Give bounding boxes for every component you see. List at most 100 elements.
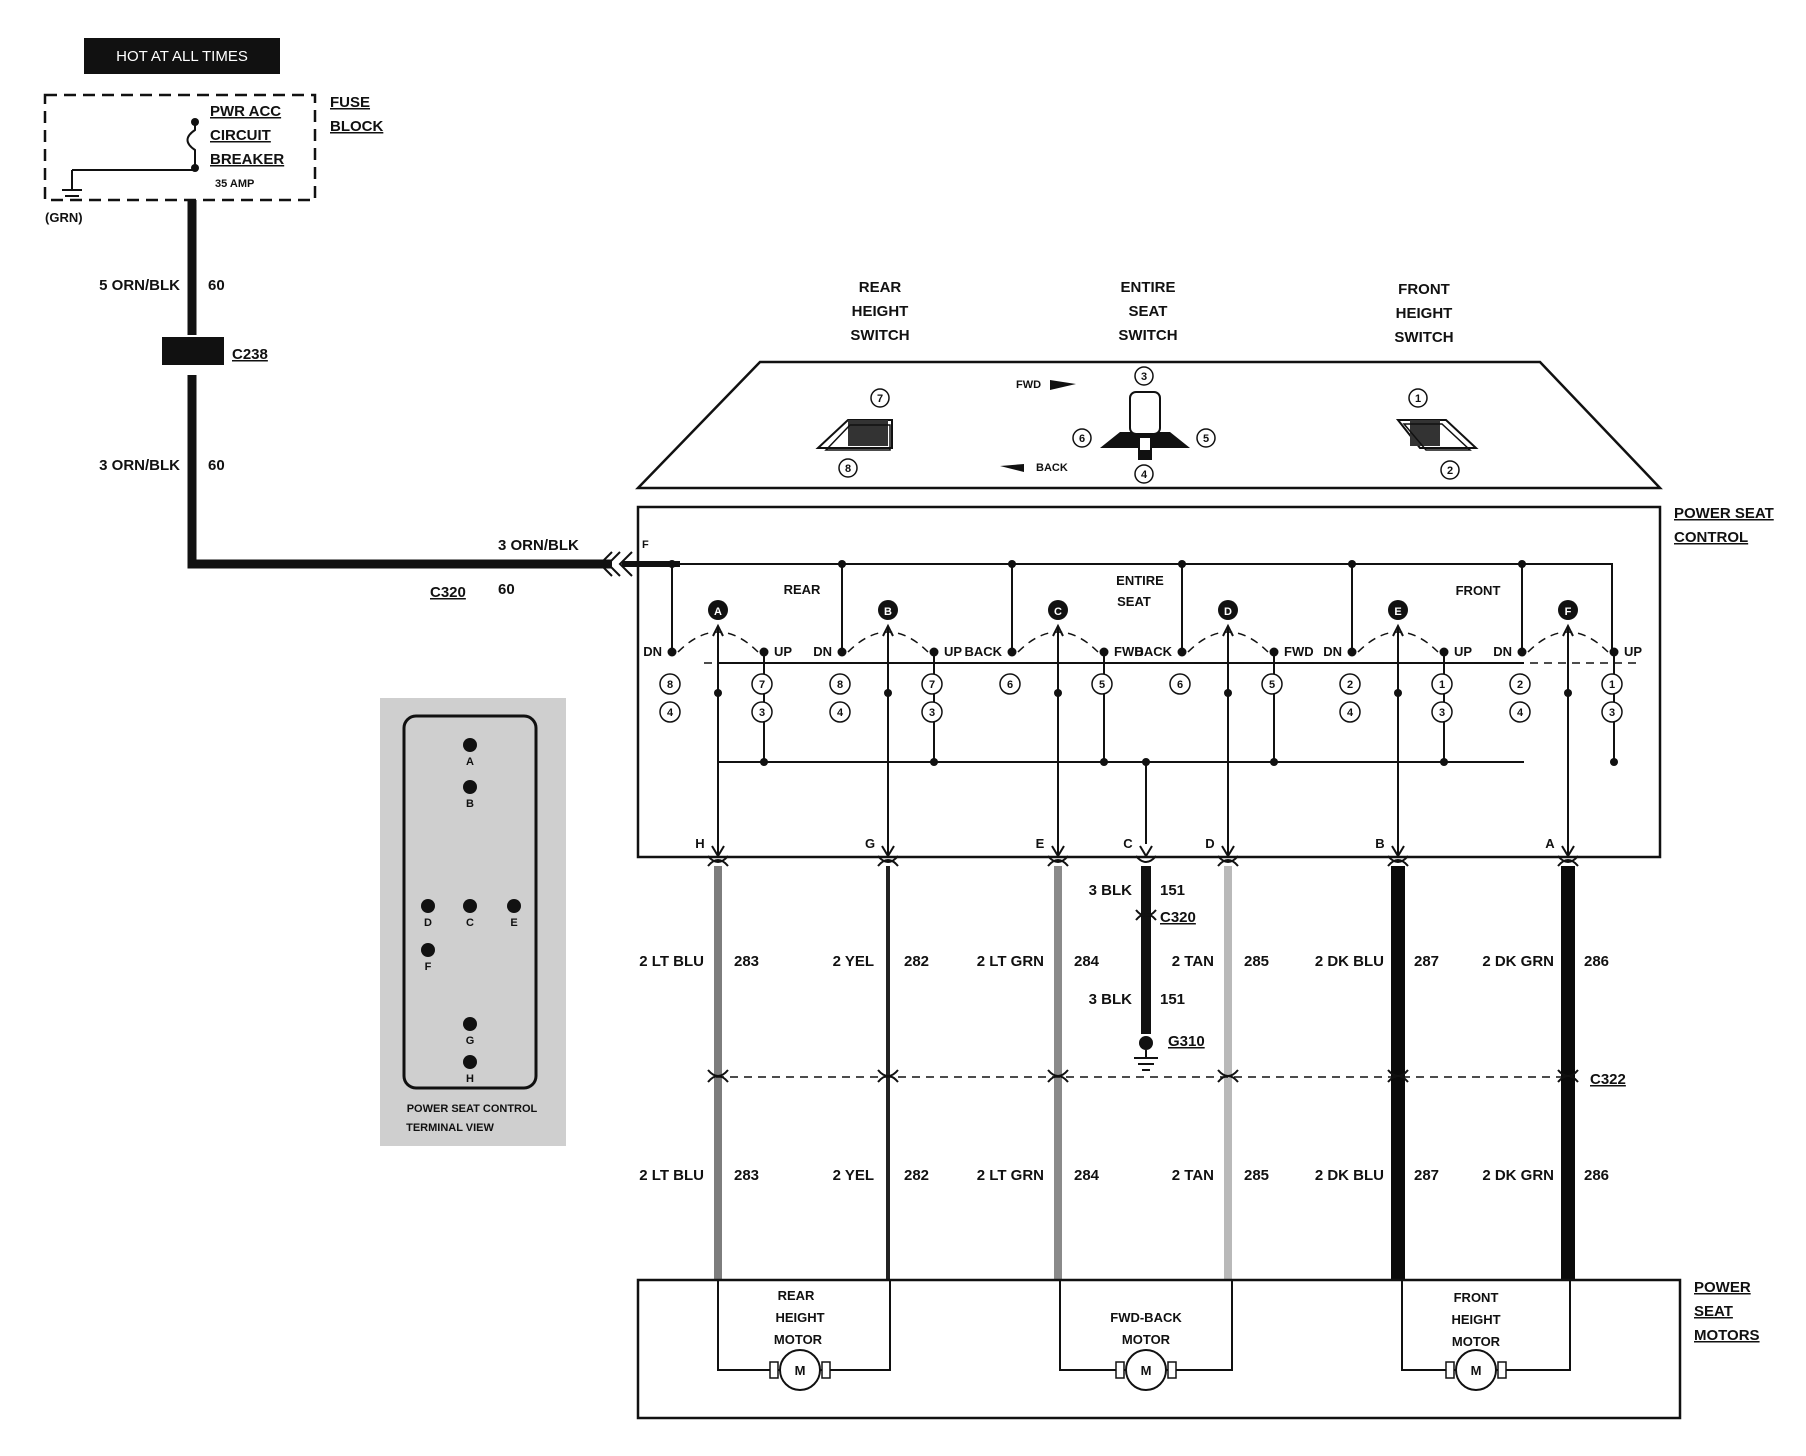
entire-switch-title-1: ENTIRE: [1120, 279, 1175, 296]
output-pin-label: A: [1545, 836, 1555, 851]
control-label-2: CONTROL: [1674, 529, 1748, 546]
control-label-1: POWER SEAT: [1674, 505, 1774, 522]
ground-circuit: 3 BLK 151 C320 3 BLK 151 G310: [1089, 882, 1205, 1071]
contact-number: 3: [759, 707, 765, 719]
switch-letter: E: [1394, 606, 1401, 618]
entire-switch-pin-top: 3: [1141, 371, 1147, 383]
wire-151: [1135, 855, 1157, 1034]
wire-color-upper: 2 DK GRN: [1482, 953, 1554, 970]
fuse-block-label-2: BLOCK: [330, 118, 383, 135]
wire-color-upper: 2 DK BLU: [1315, 953, 1384, 970]
rear-switch-pin-bottom: 8: [845, 463, 851, 475]
wire-circuit-lower: 282: [904, 1167, 929, 1184]
front-switch-pin-bottom: 2: [1447, 465, 1453, 477]
fwdback-motor-label-2: MOTOR: [1122, 1332, 1171, 1347]
terminal-pin-label: C: [466, 917, 474, 929]
switch-letter: B: [884, 606, 892, 618]
terminal-pin-C: [463, 899, 477, 913]
output-pin-label: B: [1375, 836, 1384, 851]
switch-letter: F: [1565, 606, 1572, 618]
ground-symbol-icon: [1134, 1036, 1158, 1071]
wire-circuit-upper: 286: [1584, 953, 1609, 970]
rear-motor-symbol: M: [795, 1363, 806, 1378]
contact-number: 3: [1609, 707, 1615, 719]
output-pin-label: C: [1123, 836, 1133, 851]
rear-motor-label-2: HEIGHT: [775, 1310, 824, 1325]
section-entire-1: ENTIRE: [1116, 573, 1164, 588]
output-pin-label: D: [1205, 836, 1214, 851]
fwdback-motor-label-1: FWD-BACK: [1110, 1310, 1182, 1325]
wire-circuit-upper: 283: [734, 953, 759, 970]
front-switch-title-1: FRONT: [1398, 281, 1450, 298]
contact-number: 6: [1007, 679, 1013, 691]
switch-letter: A: [714, 606, 722, 618]
contact-number: 4: [1347, 707, 1354, 719]
rear-motor-label-3: MOTOR: [774, 1332, 823, 1347]
front-switch-title-2: HEIGHT: [1396, 305, 1453, 322]
fwdback-motor-icon: M: [1115, 1349, 1177, 1391]
contact-number: 4: [1517, 707, 1524, 719]
wire-color-lower: 2 TAN: [1172, 1167, 1214, 1184]
ground-circuit-upper: 151: [1160, 882, 1185, 899]
switch-letter: C: [1054, 606, 1062, 618]
contact-label: BACK: [964, 644, 1002, 659]
connector-c238: C238: [232, 346, 268, 363]
contact-number: 2: [1347, 679, 1353, 691]
contact-label: UP: [774, 644, 792, 659]
contact-number: 1: [1609, 679, 1615, 691]
fwd-arrow-icon: [1050, 380, 1076, 390]
wire-color-lower: 2 DK BLU: [1315, 1167, 1384, 1184]
entire-switch-pin-left: 6: [1079, 433, 1085, 445]
entire-seat-switch-icon: [1100, 391, 1190, 460]
contact-number: 3: [929, 707, 935, 719]
connector-c320-ground: C320: [1160, 909, 1196, 926]
contact-number: 7: [759, 679, 765, 691]
switch-titles: REAR HEIGHT SWITCH ENTIRE SEAT SWITCH FR…: [850, 279, 1453, 346]
entire-switch-pin-bottom: 4: [1141, 469, 1148, 481]
contact-number: 4: [837, 707, 844, 719]
power-seat-motors: POWER SEAT MOTORS REAR HEIGHT MOTOR M FW…: [636, 1278, 1760, 1420]
contact-label: BACK: [1134, 644, 1172, 659]
rear-motor-icon: M: [769, 1349, 831, 1391]
terminal-pin-D: [421, 899, 435, 913]
contact-label: UP: [1454, 644, 1472, 659]
breaker-amp: 35 AMP: [215, 178, 254, 190]
rear-switch-title-2: HEIGHT: [852, 303, 909, 320]
terminal-pin-E: [507, 899, 521, 913]
ground-circuit-lower: 151: [1160, 991, 1185, 1008]
wire-circuit-lower: 287: [1414, 1167, 1439, 1184]
rear-switch-title-3: SWITCH: [850, 327, 909, 344]
terminal-pin-label: G: [466, 1035, 475, 1047]
wire-circuit-upper: 282: [904, 953, 929, 970]
control-f-pin: F: [642, 539, 649, 551]
front-switch-title-3: SWITCH: [1394, 329, 1453, 346]
output-pin-label: H: [695, 836, 704, 851]
terminal-pin-G: [463, 1017, 477, 1031]
fuse-ground-label: (GRN): [45, 210, 83, 225]
motors-label-3: MOTORS: [1694, 1327, 1760, 1344]
entire-switch-title-3: SWITCH: [1118, 327, 1177, 344]
back-arrow-icon: [1000, 464, 1024, 472]
power-seat-control: POWER SEAT CONTROL F REAR ENTIRE SEAT FR…: [636, 505, 1774, 859]
contact-number: 8: [837, 679, 843, 691]
switch-letter: D: [1224, 606, 1232, 618]
motors-label-2: SEAT: [1694, 1303, 1733, 1320]
contact-number: 3: [1439, 707, 1445, 719]
contact-number: 5: [1099, 679, 1105, 691]
fuse-block: PWR ACC CIRCUIT BREAKER 35 AMP (GRN) FUS…: [43, 93, 383, 225]
terminal-pin-label: B: [466, 798, 474, 810]
wire-circuit-lower: 285: [1244, 1167, 1269, 1184]
section-front: FRONT: [1456, 583, 1501, 598]
contact-number: 8: [667, 679, 673, 691]
wire-circuit-upper: 287: [1414, 953, 1439, 970]
contact-label: DN: [813, 644, 832, 659]
wire-color-lower: 2 DK GRN: [1482, 1167, 1554, 1184]
terminal-pin-A: [463, 738, 477, 752]
entire-switch-title-2: SEAT: [1129, 303, 1168, 320]
